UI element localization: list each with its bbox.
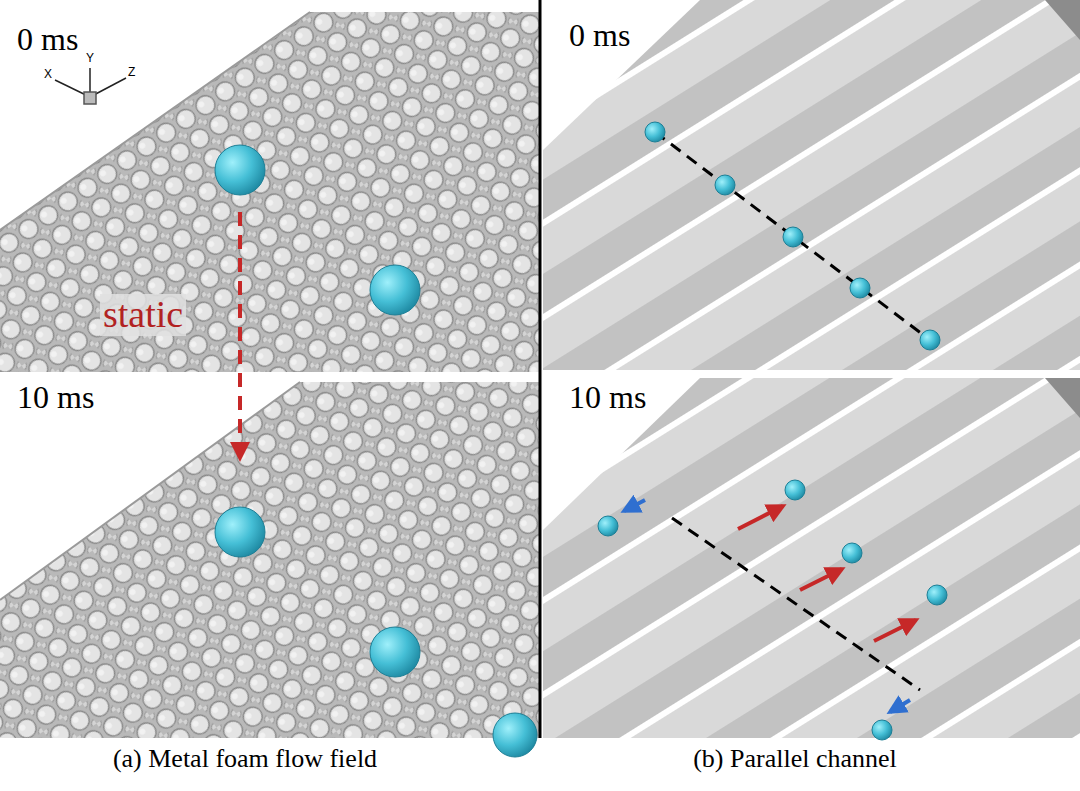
time-label: 0 ms bbox=[14, 22, 81, 57]
channel-end bbox=[1045, 378, 1080, 418]
panel-caption: (b) Parallel channel bbox=[693, 745, 897, 774]
parallel-channels bbox=[543, 378, 1080, 738]
foam-edge bbox=[0, 12, 310, 230]
axis-label: X bbox=[44, 68, 52, 81]
metal-foam bbox=[0, 12, 540, 372]
droplet bbox=[215, 145, 265, 195]
droplet bbox=[920, 330, 940, 350]
time-label: 0 ms bbox=[566, 18, 633, 53]
metal-foam bbox=[0, 382, 540, 738]
alignment-line bbox=[655, 132, 930, 340]
panel-divider bbox=[539, 0, 542, 738]
axis-triad bbox=[55, 68, 126, 104]
droplet bbox=[850, 278, 870, 298]
droplet bbox=[645, 122, 665, 142]
channel-end bbox=[1045, 0, 1080, 40]
panel-caption: (a) Metal foam flow field bbox=[113, 745, 377, 774]
droplet bbox=[493, 713, 537, 757]
droplet bbox=[785, 480, 805, 500]
droplet bbox=[370, 627, 420, 677]
droplet bbox=[370, 265, 420, 315]
parallel-channels bbox=[543, 0, 1080, 370]
droplet bbox=[842, 543, 862, 563]
axis-label: Y bbox=[86, 52, 94, 65]
motion-arrows bbox=[624, 500, 916, 712]
droplet bbox=[598, 516, 618, 536]
droplet bbox=[927, 585, 947, 605]
alignment-line bbox=[672, 518, 920, 690]
annotation-text: static bbox=[100, 294, 186, 336]
droplet bbox=[783, 227, 803, 247]
axis-label: Z bbox=[128, 66, 135, 79]
time-label: 10 ms bbox=[14, 380, 97, 415]
droplet bbox=[715, 175, 735, 195]
droplet bbox=[215, 507, 265, 557]
droplet bbox=[872, 720, 892, 740]
static-arrow bbox=[238, 212, 242, 458]
time-label: 10 ms bbox=[566, 380, 649, 415]
